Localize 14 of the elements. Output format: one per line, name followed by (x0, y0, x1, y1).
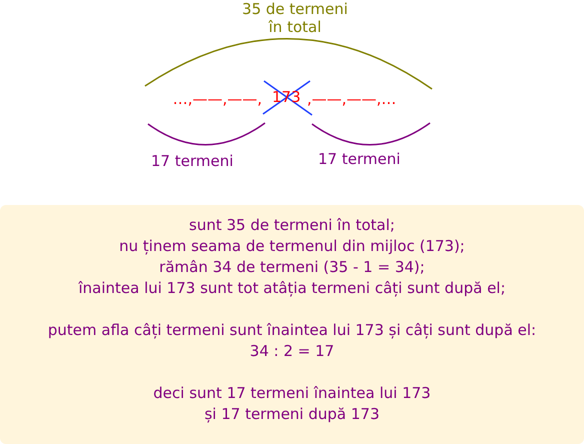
explanation-panel (0, 205, 584, 444)
explanation-text: sunt 35 de termeni în total; (189, 215, 395, 236)
sequence-text: ,——,——,… (307, 90, 396, 108)
sequence-text: …,——,——, (172, 90, 262, 108)
explanation-text: înaintea lui 173 sunt tot atâția termeni câți sunt după el; (78, 278, 506, 299)
count-label: 17 termeni (318, 150, 400, 168)
explanation-text: nu ținem seama de termenul din mijloc (173); (119, 236, 465, 257)
total-label: 35 de termeni în total (241, 0, 349, 36)
explanation-text: 34 : 2 = 17 (250, 341, 334, 362)
explanation-text: și 17 termeni după 173 (204, 404, 380, 425)
count-label: 17 termeni (151, 152, 234, 170)
explanation-text: deci sunt 17 termeni înaintea lui 173 (153, 383, 431, 404)
explanation-text: rămân 34 de termeni (35 - 1 = 34); (159, 257, 425, 278)
explanation-text: putem afla câți termeni sunt înaintea lui 173 și câți sunt după el: (48, 320, 536, 341)
